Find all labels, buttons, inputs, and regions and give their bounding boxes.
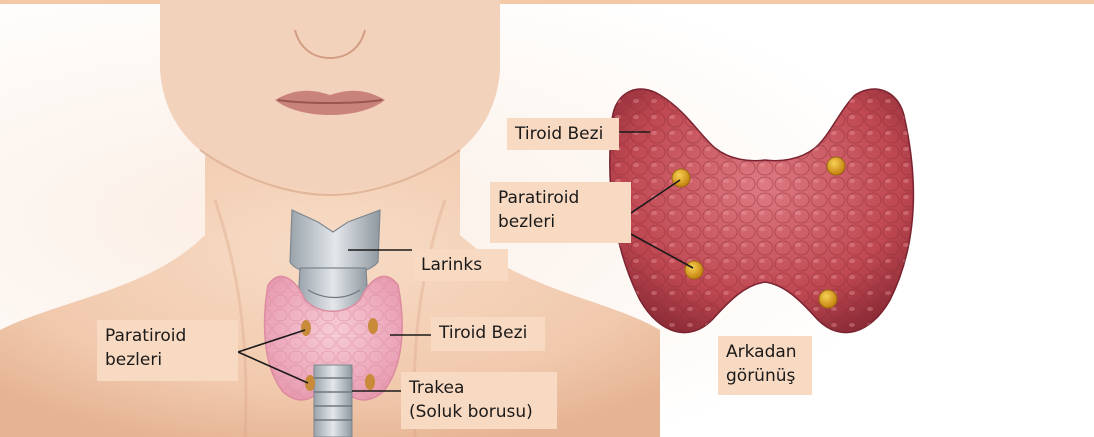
parathyroid-back [819, 290, 837, 308]
parathyroid-back [685, 261, 703, 279]
parathyroid-front [368, 318, 378, 334]
label-front-parathyroid: Paratiroid bezleri [97, 320, 238, 381]
label-back-parathyroid-line2: bezleri [498, 210, 623, 234]
trachea-tube [314, 365, 352, 437]
label-back-view-line1: Arkadan [726, 340, 804, 364]
label-trachea-line1: Trakea [409, 376, 549, 400]
label-back-parathyroid: Paratiroid bezleri [490, 182, 631, 243]
label-front-parathyroid-line1: Paratiroid [105, 324, 230, 348]
label-back-view-line2: görünüş [726, 364, 804, 388]
label-back-parathyroid-line1: Paratiroid [498, 186, 623, 210]
label-front-parathyroid-line2: bezleri [105, 348, 230, 372]
parathyroid-front [365, 374, 375, 390]
label-back-view: Arkadan görünüş [718, 336, 812, 395]
parathyroid-back [827, 157, 845, 175]
label-trachea: Trakea (Soluk borusu) [401, 372, 557, 429]
label-front-thyroid: Tiroid Bezi [431, 317, 545, 351]
label-trachea-line2: (Soluk borusu) [409, 400, 549, 424]
parathyroid-front [301, 320, 311, 336]
trachea [314, 365, 352, 437]
label-back-thyroid: Tiroid Bezi [507, 118, 619, 150]
label-larynx: Larinks [413, 249, 508, 281]
